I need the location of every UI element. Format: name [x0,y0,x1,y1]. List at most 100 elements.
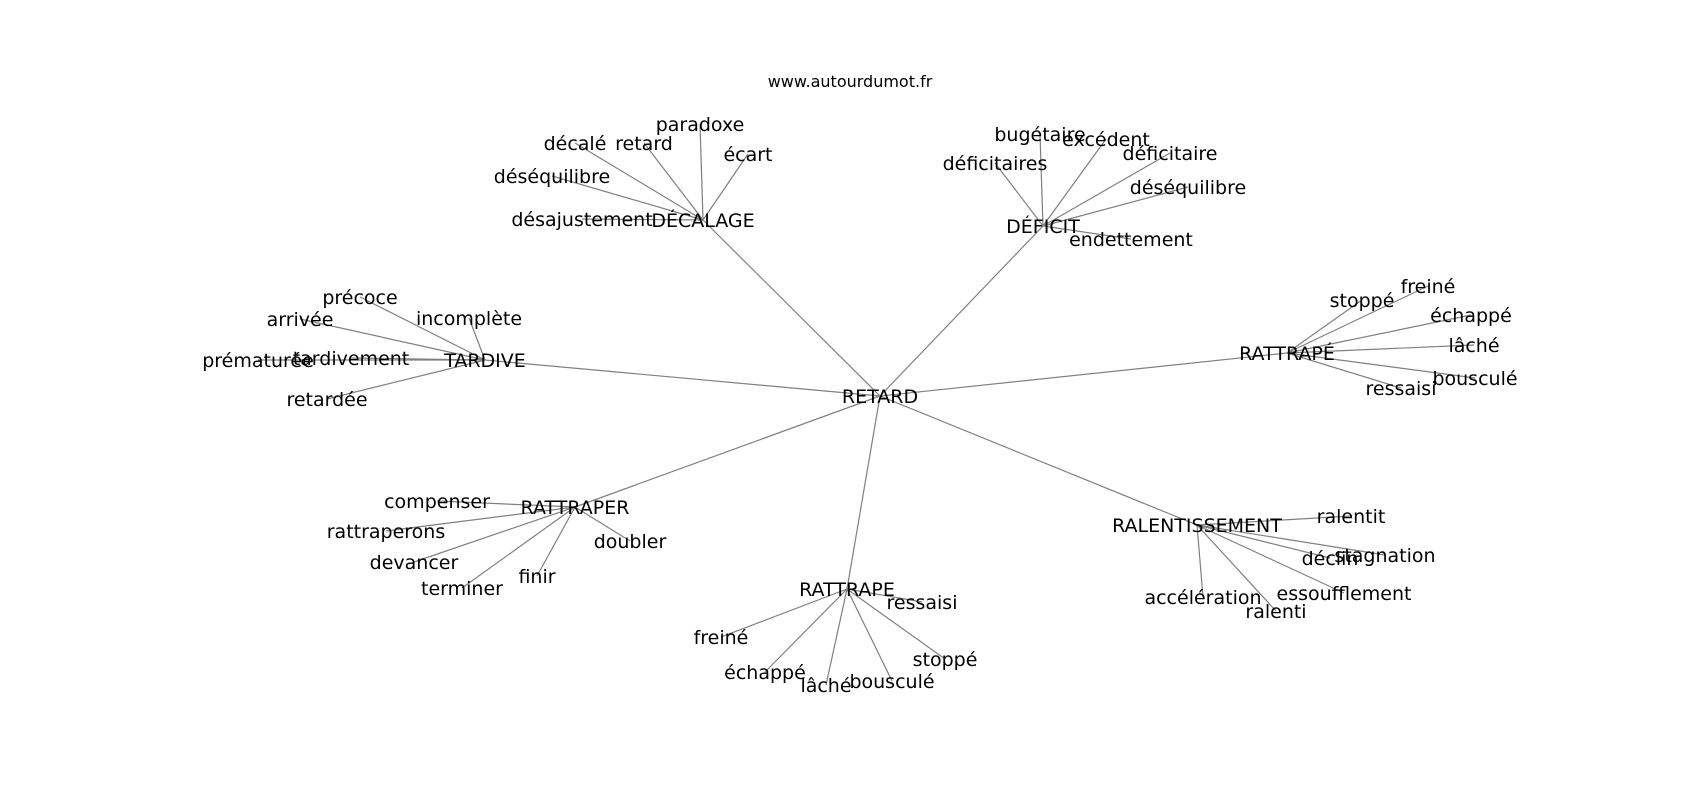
word-node-label: échappé [724,662,806,684]
edge-cluster-to-word [1286,352,1402,389]
edge-cluster-to-word [436,500,576,508]
edge-cluster-to-word [1042,186,1189,227]
edge-cluster-to-word [385,506,576,532]
edge-cluster-to-word [326,359,486,400]
edge-cluster-to-word [461,506,576,589]
edge-cluster-to-word [1196,524,1331,559]
word-node-label: désajustement [511,209,652,231]
edge-cluster-to-word [359,296,486,361]
cluster-node-label: TARDIVE [443,350,526,372]
word-node-label: ressaisi [887,592,958,614]
word-node-label: arrivée [267,309,334,331]
edge-cluster-to-word [846,588,946,660]
word-node-label: bousculé [1432,368,1517,390]
edge-cluster-to-word [350,357,486,361]
edge-cluster-to-word [299,318,486,361]
edge-center-to-cluster [879,395,1198,526]
edge-cluster-to-word [1286,314,1472,354]
edge-center-to-cluster [846,395,881,590]
edge-cluster-to-word [643,142,704,221]
edge-cluster-to-word [702,153,749,221]
cluster-node-label: RATTRAPE [799,579,895,601]
word-node-label: écart [723,144,772,166]
edge-cluster-to-word [468,317,486,361]
graph-edges [258,123,1476,686]
edge-cluster-to-word [764,588,848,673]
edge-cluster-to-word [1196,524,1277,612]
word-node-label: freiné [1401,276,1456,298]
word-node-label: déséquilibre [494,166,610,188]
edge-cluster-to-word [1196,515,1352,526]
word-node-label: endettement [1069,229,1193,251]
edge-cluster-to-word [994,162,1044,227]
word-node-label: ralenti [1245,601,1306,623]
edge-cluster-to-word [1286,299,1363,354]
word-node-label: compenser [384,491,490,513]
edge-cluster-to-word [1042,225,1132,240]
word-node-label: déclin [1302,548,1359,570]
word-node-label: essoufflement [1277,583,1412,605]
word-node-label: décalé [544,133,607,155]
edge-center-to-cluster [702,219,881,397]
word-node-label: retardée [286,389,367,411]
word-node-label: stagnation [1334,545,1435,567]
cluster-node-label: RALENTISSEMENT [1112,515,1282,537]
word-node-label: déficitaire [1123,143,1218,165]
cluster-node-label: DÉCALAGE [651,209,754,232]
word-node-label: finir [518,566,555,588]
edge-center-to-cluster [879,352,1288,397]
word-node-label: rattraperons [327,521,446,543]
edge-center-to-cluster [484,359,881,397]
word-node-label: excédent [1062,129,1150,151]
word-node-label: lâché [1448,335,1499,357]
edge-cluster-to-word [1042,138,1107,227]
word-node-label: stoppé [1330,290,1395,312]
edge-cluster-to-word [574,506,631,542]
word-node-label: doubler [594,531,667,553]
word-node-label: bousculé [849,671,934,693]
edge-cluster-to-word [720,588,848,638]
edge-cluster-to-word [1196,524,1345,594]
edge-cluster-to-word [699,123,704,221]
word-node-label: stoppé [913,649,978,671]
word-node-label: retard [615,133,673,155]
word-node-label: ralentit [1317,506,1386,528]
edge-cluster-to-word [846,588,923,603]
word-node-label: bugétaire [994,124,1085,146]
word-node-label: incomplète [416,308,522,330]
edge-cluster-to-word [1286,344,1475,354]
center-node-label: RETARD [842,386,918,408]
cluster-node-label: RATTRAPER [521,497,630,519]
word-node-label: devancer [370,552,459,574]
edge-center-to-cluster [574,395,881,508]
graph-labels: RETARD DÉCALAGE paradoxe décalé retard écart d… [202,114,1517,697]
word-node-label: déséquilibre [1130,177,1246,199]
edge-cluster-to-word [1196,524,1386,556]
edge-cluster-to-word [581,218,704,221]
word-node-label: paradoxe [656,114,745,136]
word-node-label: accélération [1144,587,1261,609]
cluster-node-label: RATTRAPÉ [1239,342,1335,365]
word-node-label: prématurée [202,350,314,372]
edge-cluster-to-word [1286,285,1429,354]
edge-cluster-to-word [574,142,704,221]
word-node-label: lâché [800,675,851,697]
edge-cluster-to-word [1039,133,1044,227]
edge-center-to-cluster [879,225,1044,397]
word-node-label: terminer [421,578,503,600]
edge-cluster-to-word [1196,524,1204,598]
edge-cluster-to-word [551,175,704,221]
edge-cluster-to-word [536,506,576,577]
edge-cluster-to-word [846,588,893,682]
edge-cluster-to-word [825,588,848,686]
edge-cluster-to-word [413,506,576,563]
word-node-label: déficitaires [943,153,1048,175]
edge-cluster-to-word [1286,352,1476,379]
word-node-label: précoce [322,287,397,309]
cluster-node-label: DÉFICIT [1006,215,1080,238]
edge-cluster-to-word [1042,152,1171,227]
word-node-label: tardivement [293,348,410,370]
word-node-label: ressaisi [1366,378,1437,400]
word-node-label: échappé [1430,305,1512,327]
